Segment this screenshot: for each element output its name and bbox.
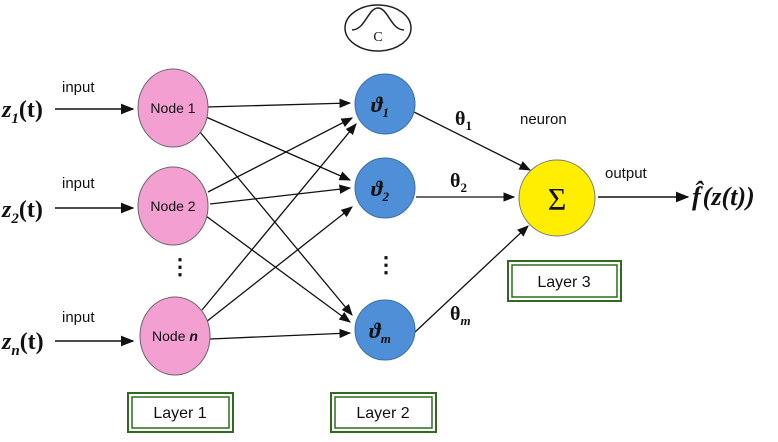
layer1-node-1: Node 1 bbox=[137, 68, 209, 148]
input-label-3: input bbox=[62, 309, 95, 326]
layer-3-label: Layer 3 bbox=[537, 274, 590, 291]
layer1-ellipsis: ⋮ bbox=[169, 254, 191, 279]
layer2-node-m-label: ϑm bbox=[369, 318, 391, 346]
input-arrows bbox=[55, 103, 135, 347]
weight-theta-2: θ2 bbox=[450, 170, 467, 195]
layer-1-label: Layer 1 bbox=[153, 405, 206, 422]
layer1-to-layer2-connections bbox=[199, 98, 357, 340]
sum-symbol: Σ bbox=[548, 181, 567, 217]
layer2-node-m: ϑm bbox=[354, 299, 416, 361]
layer2-to-sum-connections bbox=[413, 111, 532, 334]
output-label: output bbox=[605, 165, 648, 182]
output-expression: f̂(z(t)) bbox=[692, 181, 755, 211]
layer2-node-2: ϑ2 bbox=[354, 157, 416, 219]
layer-1-box: Layer 1 bbox=[127, 392, 234, 433]
input-label-2: input bbox=[62, 175, 95, 192]
layer2-node-1-label: ϑ1 bbox=[371, 92, 389, 120]
layer1-node-n: Node n bbox=[139, 296, 211, 376]
layer1-node-1-label: Node 1 bbox=[150, 100, 195, 116]
input-label-1: input bbox=[62, 79, 95, 96]
layer2-ellipsis: ⋮ bbox=[375, 252, 397, 277]
layer1-node-n-label: Node n bbox=[152, 328, 198, 344]
weight-theta-m: θm bbox=[450, 303, 471, 328]
layer-3-box: Layer 3 bbox=[507, 260, 622, 302]
gaussian-label: C bbox=[373, 30, 382, 45]
layer-2-box: Layer 2 bbox=[330, 392, 437, 433]
layer2-node-2-label: ϑ2 bbox=[371, 176, 390, 204]
layer-2-label: Layer 2 bbox=[356, 405, 409, 422]
layer2-node-1: ϑ1 bbox=[354, 73, 416, 135]
input-var-1: z1(t) bbox=[1, 97, 43, 127]
input-var-2: z2(t) bbox=[1, 197, 43, 227]
sum-neuron: Σ bbox=[518, 159, 596, 237]
layer1-node-2: Node 2 bbox=[137, 166, 209, 246]
layer1-node-2-label: Node 2 bbox=[150, 198, 195, 214]
weight-theta-1: θ1 bbox=[455, 108, 472, 133]
neuron-label: neuron bbox=[520, 111, 567, 128]
input-var-3: zn(t) bbox=[1, 329, 44, 359]
gaussian-function-box: C bbox=[344, 4, 412, 52]
